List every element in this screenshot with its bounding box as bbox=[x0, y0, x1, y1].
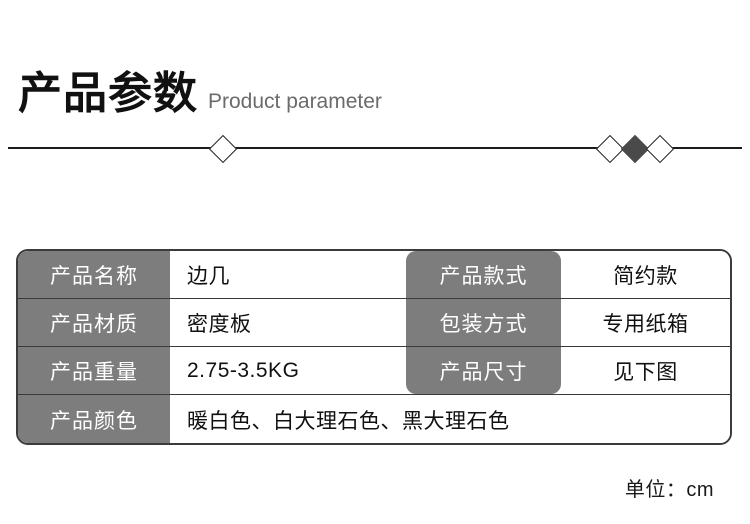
spec-value-packaging: 专用纸箱 bbox=[561, 299, 730, 346]
table-row: 产品材质 密度板 包装方式 专用纸箱 bbox=[18, 299, 730, 347]
spec-label-weight: 产品重量 bbox=[18, 347, 170, 394]
spec-label-product-name: 产品名称 bbox=[18, 251, 170, 298]
spec-value-color: 暖白色、白大理石色、黑大理石色 bbox=[170, 395, 730, 443]
table-row: 产品名称 边几 产品款式 简约款 bbox=[18, 251, 730, 299]
diamond-outline-icon-left bbox=[208, 134, 238, 164]
page-title-cn: 产品参数 bbox=[18, 69, 198, 118]
spec-value-material: 密度板 bbox=[170, 299, 406, 346]
page-title-en: Product parameter bbox=[208, 90, 382, 113]
spec-label-color: 产品颜色 bbox=[18, 395, 170, 443]
table-row: 产品重量 2.75-3.5KG 产品尺寸 见下图 bbox=[18, 347, 730, 395]
section-divider bbox=[0, 133, 750, 169]
spec-value-dimensions: 见下图 bbox=[561, 347, 730, 394]
spec-value-weight: 2.75-3.5KG bbox=[170, 347, 406, 394]
page-header: 产品参数 Product parameter bbox=[0, 0, 750, 170]
spec-label-material: 产品材质 bbox=[18, 299, 170, 346]
table-row: 产品颜色 暖白色、白大理石色、黑大理石色 bbox=[18, 395, 730, 443]
spec-label-dimensions: 产品尺寸 bbox=[406, 347, 561, 394]
spec-label-packaging: 包装方式 bbox=[406, 299, 561, 346]
unit-note: 单位：cm bbox=[624, 479, 714, 501]
spec-table: 产品名称 边几 产品款式 简约款 产品材质 密度板 包装方式 专用纸箱 产品重量… bbox=[16, 249, 732, 445]
diamond-outline-icon-right-2 bbox=[645, 134, 675, 164]
divider-line bbox=[8, 147, 742, 149]
spec-label-product-style: 产品款式 bbox=[406, 251, 561, 298]
spec-value-product-name: 边几 bbox=[170, 251, 406, 298]
spec-value-product-style: 简约款 bbox=[561, 251, 730, 298]
page-title: 产品参数 Product parameter bbox=[18, 72, 382, 116]
